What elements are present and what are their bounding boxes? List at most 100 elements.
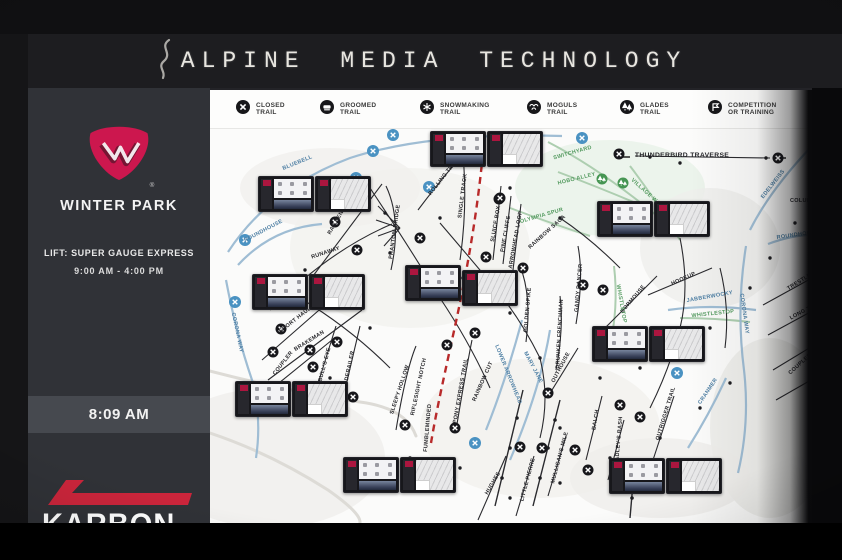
lift-display-screen-map[interactable] (487, 131, 543, 167)
lift-display-screen-status[interactable] (597, 201, 653, 237)
lift-display-screen-map[interactable] (666, 458, 722, 494)
closed-trail-marker (772, 152, 784, 164)
lift-display-screen-status[interactable] (343, 457, 399, 493)
lift-name-label: LIFT: SUPER GAUGE EXPRESS (43, 248, 195, 258)
webcam-strip (625, 482, 662, 491)
right-letterbox (812, 88, 842, 560)
alpine-media-badge (434, 135, 443, 141)
lift-display-screen-map[interactable] (309, 274, 365, 310)
closed-trail-marker (399, 419, 411, 431)
closed-trail-marker (469, 327, 481, 339)
competition-icon (708, 99, 722, 119)
closed-trail-marker (576, 132, 588, 144)
legend-item-snowmaking: SNOWMAKING TRAIL (420, 95, 490, 123)
closed-trail-marker (494, 192, 506, 204)
webcam-strip (446, 155, 483, 164)
closed-trail-marker (449, 422, 461, 434)
closed-trail-marker (367, 145, 379, 157)
trail-label: BALCH (591, 409, 601, 430)
glades-trail-icon (620, 99, 634, 119)
webcam-strip (359, 481, 396, 490)
webcam-strip (251, 405, 288, 414)
lift-display-screen-status[interactable] (258, 176, 314, 212)
lift-display-screen-status[interactable] (235, 381, 291, 417)
top-letterbox (0, 0, 842, 34)
lift-display-screen-map[interactable] (400, 457, 456, 493)
closed-trail-marker (275, 323, 287, 335)
glades-marker (617, 177, 629, 189)
webcam-strip (274, 200, 311, 209)
lift-hours-label: 9:00 AM - 4:00 PM (74, 266, 164, 276)
alpine-media-badge (466, 274, 475, 280)
groomed-trail-icon (320, 99, 334, 119)
lift-display-screen-status[interactable] (592, 326, 648, 362)
clock-time: 8:09 AM (88, 406, 150, 423)
mini-map-inset (682, 481, 696, 491)
closed-trail-marker (347, 391, 359, 403)
lift-display-screen-map[interactable] (654, 201, 710, 237)
closed-trail-marker (569, 444, 581, 456)
legend-label: COMPETITION OR TRAINING (728, 101, 777, 117)
closed-trail-marker (514, 441, 526, 453)
trail-label: GOLDEN SPIKE (523, 287, 533, 333)
lift-display-screen-status[interactable] (405, 265, 461, 301)
resort-name: WINTER PARK (60, 198, 178, 214)
alpine-media-badge (596, 330, 605, 336)
legend-label: GLADES TRAIL (640, 101, 669, 117)
trail-label: CORONA WAY (230, 312, 244, 353)
closed-trail-marker (597, 284, 609, 296)
lift-display-screen-status[interactable] (430, 131, 486, 167)
trail-label: FUMBLEMINDED (423, 404, 433, 453)
alpine-media-badge (296, 385, 305, 391)
closed-trail-marker (414, 232, 426, 244)
trail-label: GANDY DANCER (574, 264, 584, 313)
closed-trail-marker (582, 464, 594, 476)
trail-label: THUNDERBIRD TRAVERSE (635, 152, 729, 159)
lift-display-screen-map[interactable] (649, 326, 705, 362)
closed-trail-marker (329, 216, 341, 228)
closed-trail-marker (517, 262, 529, 274)
closed-trail-marker (229, 296, 241, 308)
closed-trail-marker (536, 442, 548, 454)
alpine-media-badge (404, 461, 413, 467)
trail-label: COLUMBINE (790, 198, 812, 204)
left-letterbox (0, 34, 28, 560)
alpine-media-badge (409, 269, 418, 275)
alpine-media-badge (491, 135, 500, 141)
trail-label: RIFLESIGHT NOTCH (410, 358, 428, 417)
lift-display-screen-status[interactable] (609, 458, 665, 494)
alpine-media-squiggle-icon (155, 37, 175, 86)
closed-trail-marker (469, 437, 481, 449)
closed-trail-marker (307, 361, 319, 373)
closed-trail-icon (236, 99, 250, 119)
moguls-trail-icon (527, 99, 541, 119)
webcam-strip (608, 350, 645, 359)
webcam-strip (268, 298, 305, 307)
legend-label: MOGULS TRAIL (547, 101, 578, 117)
alpine-media-badge (613, 462, 622, 468)
trail-label: DRUNKEN FRENCHMAN (555, 299, 565, 369)
closed-trail-marker (423, 181, 435, 193)
trail-label: ROUNDHOUSE (776, 229, 812, 241)
trail-label: ROUNDHOUSE (243, 218, 284, 243)
legend-label: SNOWMAKING TRAIL (440, 101, 490, 117)
sidebar: ® WINTER PARK LIFT: SUPER GAUGE EXPRESS … (28, 88, 210, 523)
lift-display-screen-map[interactable] (292, 381, 348, 417)
sponsor-name: KARBON (42, 508, 196, 523)
alpine-media-badge (262, 180, 271, 186)
mini-map-inset (325, 297, 339, 307)
trail-label: BRADLEY'S BASH (614, 416, 625, 469)
lift-display-screen-map[interactable] (315, 176, 371, 212)
closed-trail-marker (480, 251, 492, 263)
snowmaking-trail-icon (420, 99, 434, 119)
svg-text:®: ® (150, 181, 155, 189)
lift-display-screen-status[interactable] (252, 274, 308, 310)
legend-item-closed: CLOSED TRAIL (236, 95, 285, 123)
legend-item-glades: GLADES TRAIL (620, 95, 669, 123)
closed-trail-marker (267, 346, 279, 358)
lift-display-screen-map[interactable] (462, 270, 518, 306)
mini-map-inset (503, 154, 517, 164)
